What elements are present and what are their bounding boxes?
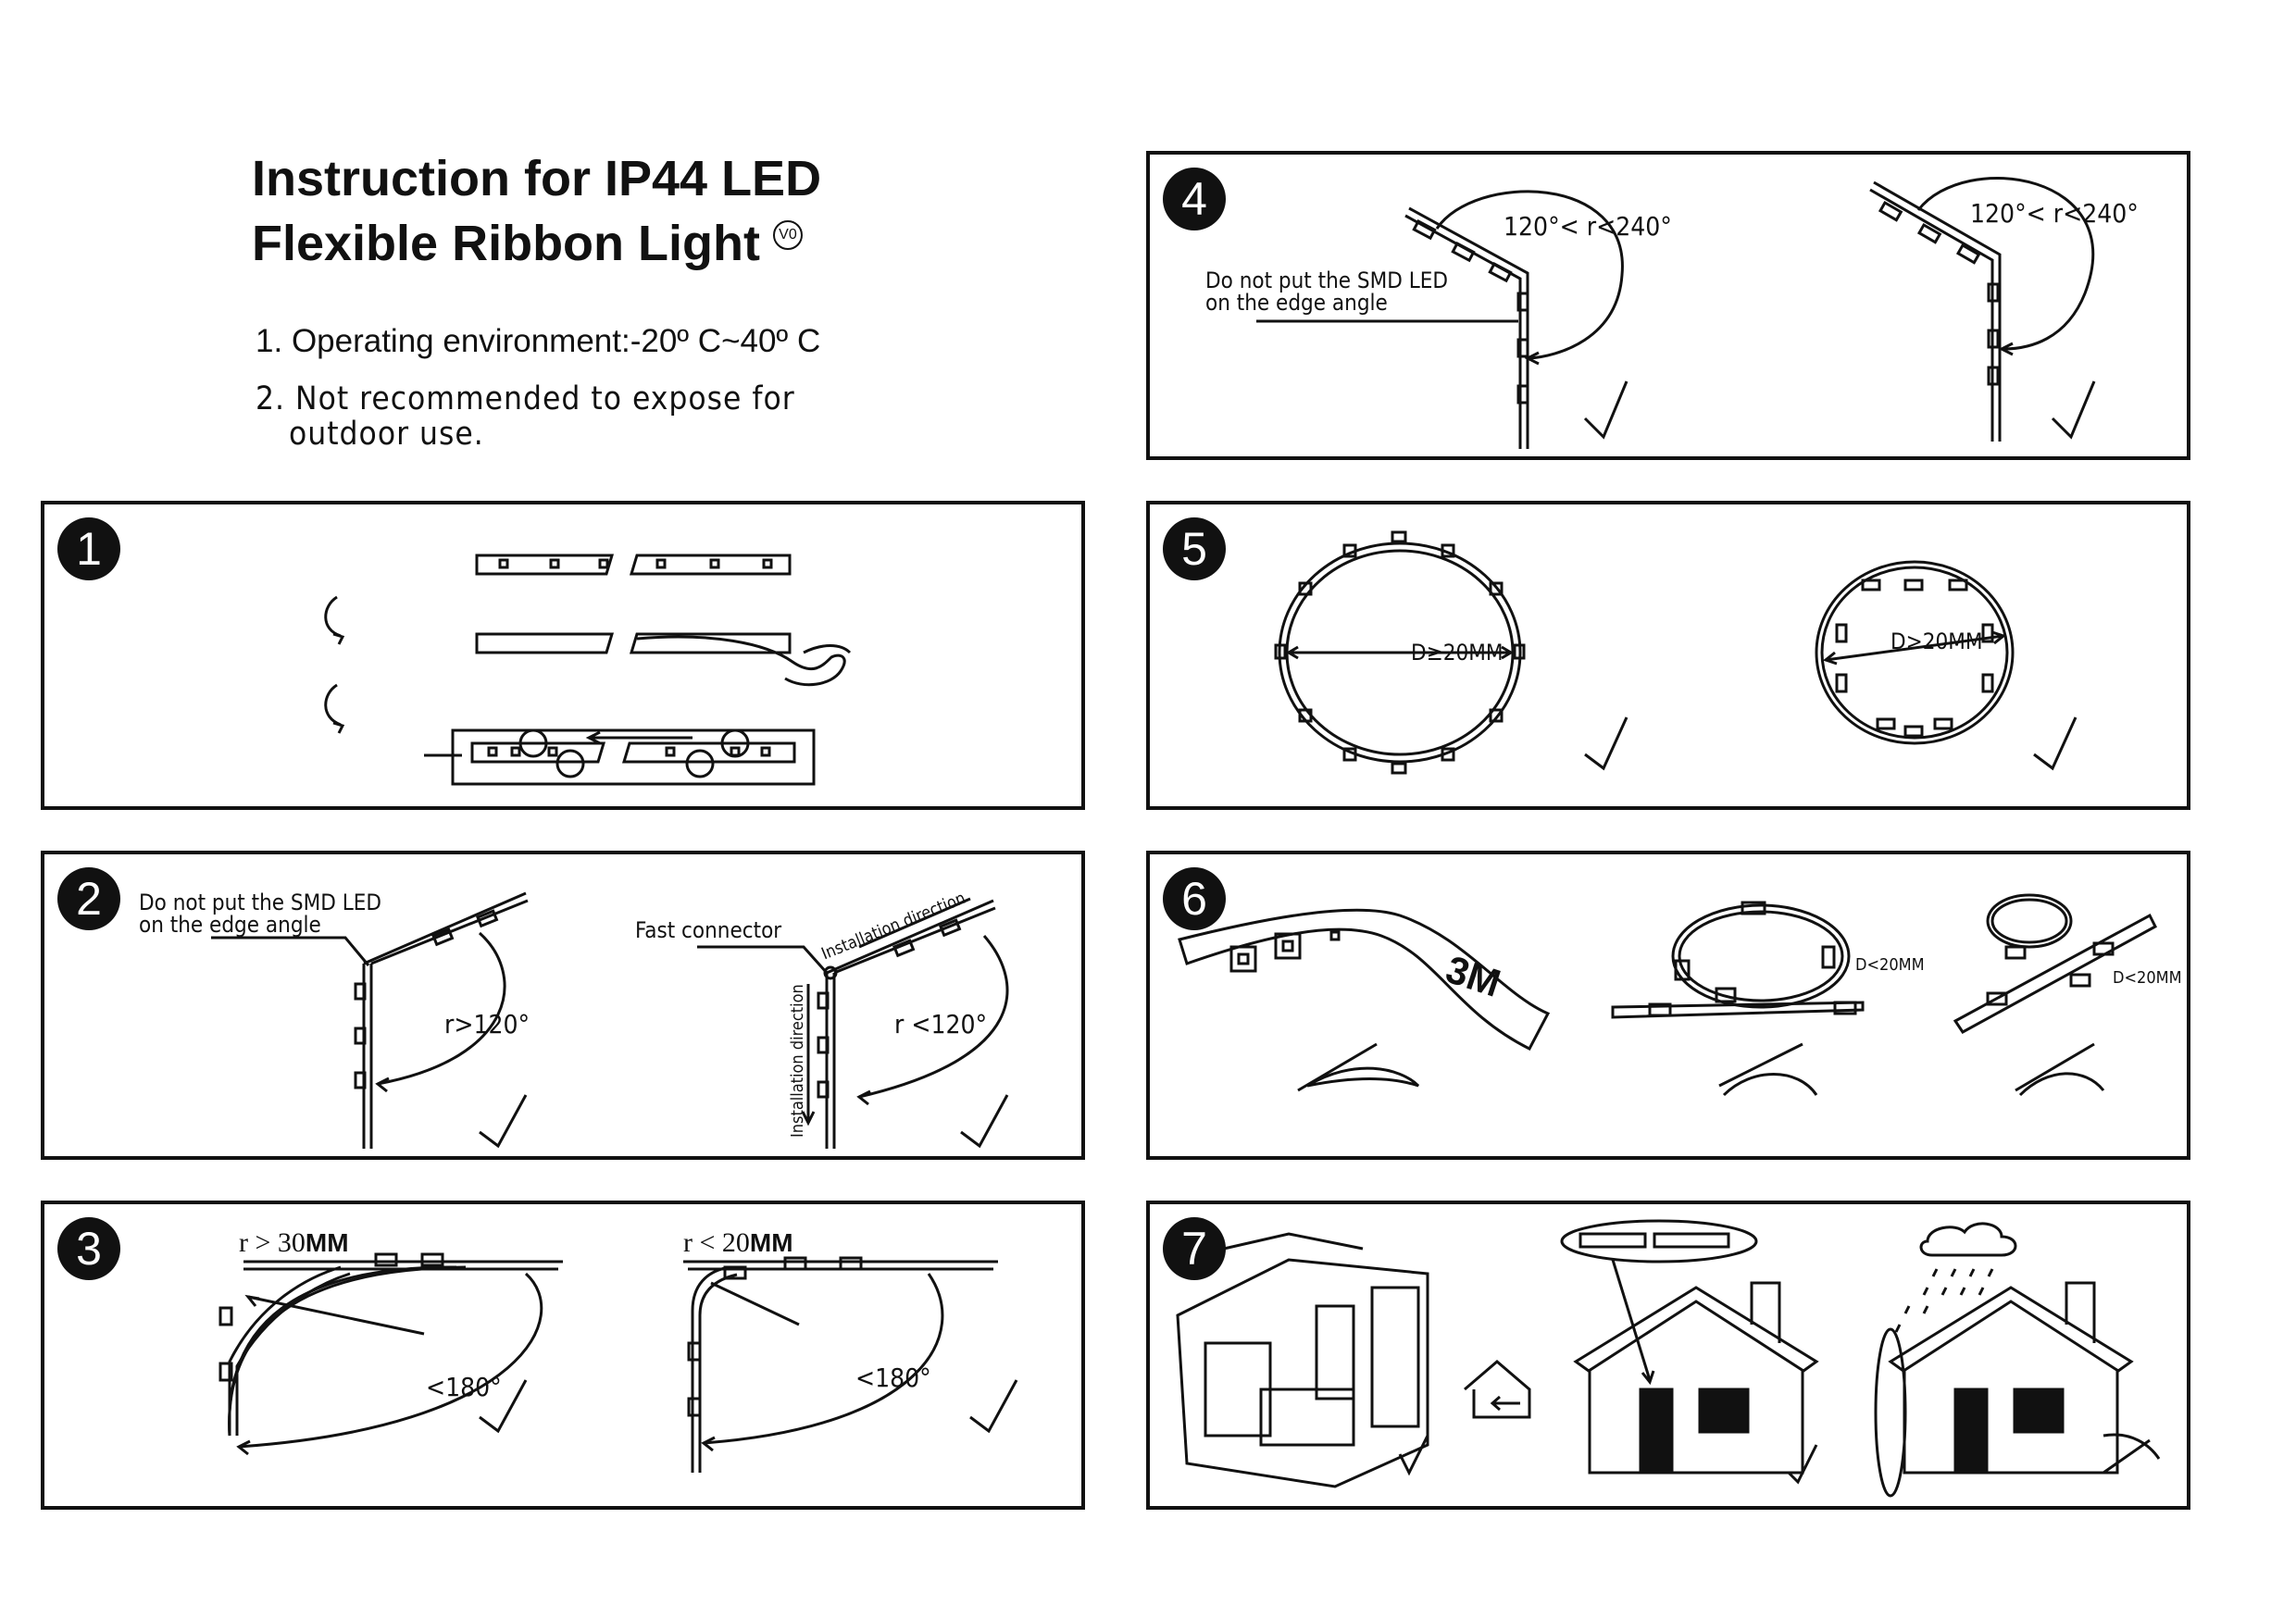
note-operating-environment: 1. Operating environment:-20º C~40º C [256, 324, 820, 359]
document-title: Instruction for IP44 LED Flexible Ribbon… [252, 146, 821, 276]
title-line-1: Instruction for IP44 LED [252, 151, 822, 206]
p2-install-direction-side: Installation direction [788, 984, 807, 1138]
p6-diameter-middle: D<20MM [1855, 955, 1925, 975]
note-2-line-2: outdoor use. [289, 416, 484, 453]
p2-connector-label: Fast connector [635, 917, 782, 943]
p3-angle-left: <180° [426, 1372, 502, 1402]
step-badge-3: 3 [57, 1217, 120, 1280]
panel-2-illustration [211, 891, 1009, 1149]
panel-5-circular-install: 5 D≥20MM D>20MM [1146, 501, 2190, 810]
note-1-number: 1. [256, 323, 283, 359]
p2-warning-line-2: on the edge angle [139, 912, 321, 938]
step-badge-1: 1 [57, 517, 120, 580]
panel-1-illustration [324, 554, 852, 786]
p4-warning-line-2: on the edge angle [1205, 290, 1388, 316]
step-badge-4: 4 [1163, 168, 1226, 230]
panel-7-indoor-use: 7 [1146, 1201, 2190, 1510]
title-line-2-text: Flexible Ribbon Light [252, 216, 760, 271]
panel-4-illustration [1256, 177, 2096, 449]
p4-warning-line-1: Do not put the SMD LED [1205, 268, 1449, 293]
p2-angle-right: r <120° [894, 1009, 988, 1039]
p3-radius-right: r < 20MM [683, 1229, 793, 1257]
step-badge-7: 7 [1163, 1217, 1226, 1280]
panel-7-illustration [1176, 1219, 2161, 1498]
p3-angle-right: <180° [855, 1363, 931, 1393]
panel-2-bend-angle: 2 Do not put the SMD LED on the edge ang… [41, 851, 1085, 1160]
version-badge: V0 [772, 220, 803, 250]
panel-3-bend-radius: 3 r > 30MM <180° r < 20MM <180° [41, 1201, 1085, 1510]
step-badge-6: 6 [1163, 867, 1226, 930]
note-1-text: Operating environment:-20º C~40º C [291, 323, 821, 359]
p3-radius-right-value: r < 20 [683, 1227, 750, 1258]
panel-5-illustration [1274, 530, 2078, 775]
p3-radius-left-unit: MM [305, 1228, 349, 1257]
p3-radius-left: r > 30MM [239, 1229, 349, 1257]
step-badge-5: 5 [1163, 517, 1226, 580]
note-2-number: 2. [256, 380, 286, 417]
p6-diameter-right: D<20MM [2113, 968, 2182, 988]
p3-radius-right-unit: MM [749, 1228, 793, 1257]
p2-warning-line-1: Do not put the SMD LED [139, 890, 382, 915]
panel-1-cutting: 1 [41, 501, 1085, 810]
step-badge-2: 2 [57, 867, 120, 930]
panel-6-wrong-install: 6 3M D<20MM D<20MM [1146, 851, 2190, 1160]
title-line-2: Flexible Ribbon Light V0 [252, 211, 821, 276]
p2-angle-left: r>120° [444, 1009, 530, 1039]
p5-diameter-left: D≥20MM [1411, 640, 1504, 666]
note-outdoor-use: 2. Not recommended to expose for outdoor… [256, 381, 795, 452]
p5-diameter-right: D>20MM [1890, 629, 1983, 654]
p4-angle-right: 120°< r<240° [1970, 198, 2139, 229]
panel-3-illustration [218, 1252, 1018, 1473]
p4-angle-left: 120°< r<240° [1504, 211, 1672, 242]
p6-tape-label: 3M [1441, 947, 1506, 1005]
note-2-line-1: Not recommended to expose for [295, 380, 795, 417]
panel-6-illustration [1178, 893, 2157, 1097]
p3-radius-left-value: r > 30 [239, 1227, 306, 1258]
panel-4-inner-corner: 4 120°< r<240° Do not put the SMD LED on… [1146, 151, 2190, 460]
